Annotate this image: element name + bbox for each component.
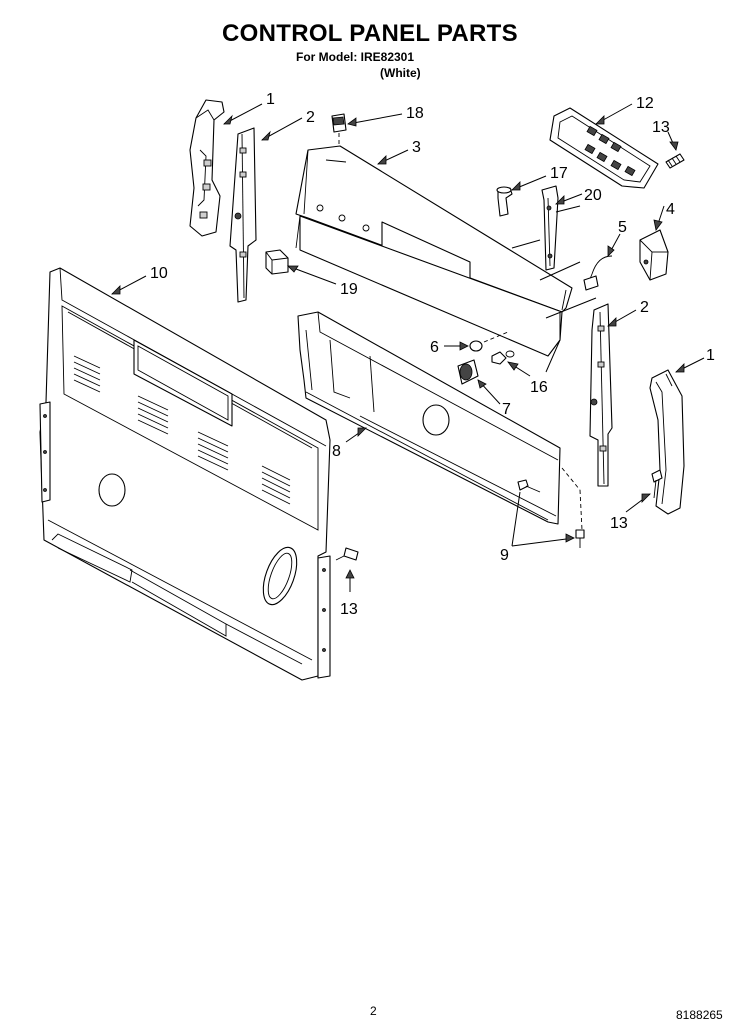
variant-label: (White) bbox=[380, 66, 421, 80]
callout-8: 8 bbox=[332, 443, 341, 460]
callout-10: 10 bbox=[150, 265, 168, 282]
leader-lines bbox=[111, 103, 705, 592]
part-16-nut bbox=[491, 350, 515, 365]
part-2-left-bracket bbox=[229, 127, 257, 303]
callout-6: 6 bbox=[430, 339, 439, 356]
callout-4: 4 bbox=[666, 201, 675, 218]
callout-20: 20 bbox=[584, 187, 602, 204]
page-number: 2 bbox=[370, 1004, 377, 1018]
callout-17: 17 bbox=[550, 165, 568, 182]
callout-7: 7 bbox=[502, 401, 511, 418]
part-20-strip bbox=[541, 185, 559, 271]
callout-13a: 13 bbox=[652, 119, 670, 136]
part-8-channel bbox=[297, 311, 583, 531]
part-1-left-endcap bbox=[189, 99, 225, 237]
document-number: 8188265 bbox=[676, 1008, 723, 1022]
part-19-clip bbox=[265, 249, 289, 275]
part-7-knob bbox=[457, 359, 479, 385]
callout-3: 3 bbox=[412, 139, 421, 156]
part-1-right-endcap bbox=[649, 369, 685, 515]
callout-19: 19 bbox=[340, 281, 358, 298]
callout-2b: 2 bbox=[640, 299, 649, 316]
part-2-right-bracket bbox=[589, 303, 613, 487]
part-6-spacer bbox=[469, 331, 509, 352]
part-18-switch bbox=[331, 113, 347, 156]
callout-5: 5 bbox=[618, 219, 627, 236]
callout-9: 9 bbox=[500, 547, 509, 564]
page-title: CONTROL PANEL PARTS bbox=[222, 20, 518, 47]
callout-labels: 1 2 18 3 12 13 17 20 4 5 10 19 2 6 1 16 … bbox=[150, 91, 715, 618]
part-9-screws bbox=[517, 479, 585, 548]
callout-13b: 13 bbox=[610, 515, 628, 532]
part-4-control-box bbox=[639, 229, 669, 281]
part-3-console bbox=[295, 145, 573, 357]
callout-13c: 13 bbox=[340, 601, 358, 618]
model-line: For Model: IRE82301 bbox=[296, 50, 415, 64]
part-13-screw-top bbox=[665, 153, 685, 169]
callout-16: 16 bbox=[530, 379, 548, 396]
part-10-backguard bbox=[39, 267, 331, 681]
part-13-screw-lower bbox=[335, 547, 359, 561]
callout-1b: 1 bbox=[706, 347, 715, 364]
part-13-screw-right bbox=[651, 469, 663, 499]
part-12-overlay bbox=[549, 107, 659, 189]
part-5-wire bbox=[583, 255, 613, 291]
part-17-lamp bbox=[496, 186, 513, 217]
callout-1a: 1 bbox=[266, 91, 275, 108]
callout-2a: 2 bbox=[306, 109, 315, 126]
callout-12: 12 bbox=[636, 95, 654, 112]
callout-18: 18 bbox=[406, 105, 424, 122]
